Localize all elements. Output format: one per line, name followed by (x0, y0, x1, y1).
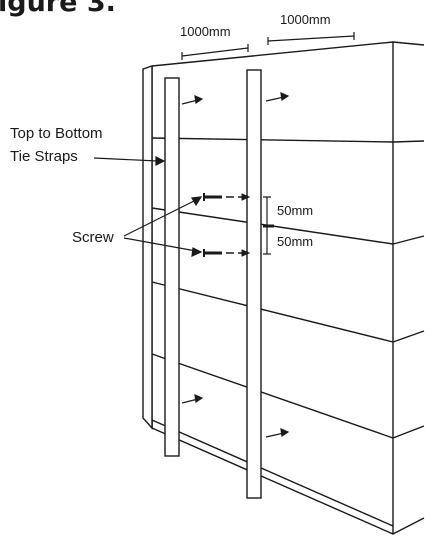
spacing-label-bottom: 50mm (277, 234, 313, 249)
width-dimension-left (181, 44, 249, 60)
panel-wall (151, 41, 425, 535)
figure-title: igure 3. (0, 0, 116, 18)
screw-label: Screw (72, 229, 114, 246)
width-label-right: 1000mm (280, 12, 331, 27)
arrow-icon (181, 95, 204, 105)
width-label-left: 1000mm (180, 24, 231, 39)
screws (203, 193, 251, 257)
straps-label-line1: Top to Bottom (10, 125, 103, 142)
panel-joint-4 (151, 353, 394, 439)
panel-arrows (181, 92, 290, 438)
wall-front-outline (151, 41, 394, 535)
straps-label-line2: Tie Straps (10, 148, 78, 165)
wall-side-face (392, 41, 425, 535)
screw-icon (203, 249, 251, 257)
arrow-icon (265, 92, 290, 102)
panel-joint-1 (151, 137, 394, 143)
side-joint-2 (392, 235, 425, 245)
side-joint-3 (392, 330, 425, 343)
width-dimension-right (267, 32, 355, 45)
screw-icon (203, 193, 251, 201)
edge-post (142, 65, 153, 430)
straps-leader (93, 156, 166, 166)
side-joint-1 (392, 140, 425, 143)
spacing-dimension (263, 196, 274, 255)
panel-joint-3 (151, 281, 394, 343)
arrow-icon (265, 428, 290, 438)
screw-leaders (123, 196, 203, 257)
spacing-label-top: 50mm (277, 203, 313, 218)
tie-strap-left (164, 77, 180, 457)
tie-strap-right (246, 69, 262, 499)
side-joint-4 (392, 425, 425, 439)
arrow-icon (181, 394, 204, 404)
